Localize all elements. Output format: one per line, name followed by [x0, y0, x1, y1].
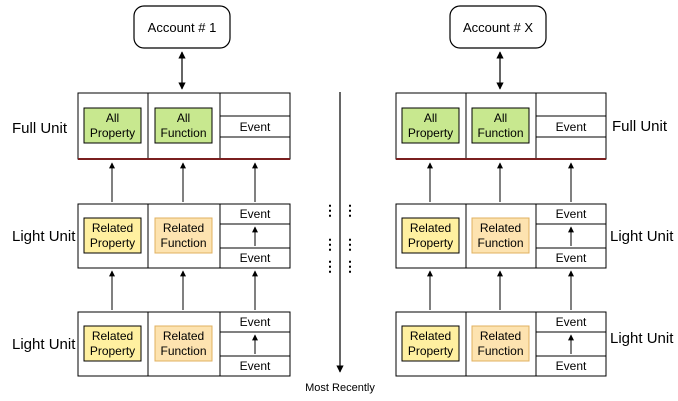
- left-related-property-box-1: [83, 217, 142, 254]
- ellipsis-left-3: ⋮: [323, 258, 337, 274]
- right-light-unit-1: Related Property Related Function Event …: [395, 203, 607, 269]
- right-full-unit: All Property All Function Event: [395, 92, 607, 160]
- right-light1-event-bottom-label: Event: [556, 251, 587, 265]
- left-related-function-1-line1: Related: [163, 221, 204, 235]
- left-related-function-box-1: [154, 217, 213, 254]
- left-related-function-box-2: [154, 325, 213, 362]
- left-related-property-box-2: [83, 325, 142, 362]
- left-full-event-label: Event: [240, 120, 271, 134]
- left-related-function-2-line2: Function: [160, 344, 206, 358]
- right-related-function-2-line2: Function: [477, 344, 523, 358]
- ellipsis-left-2: ⋮: [323, 236, 337, 252]
- left-related-function-1-line2: Function: [160, 236, 206, 250]
- left-light2-event-bottom-label: Event: [240, 359, 271, 373]
- right-full-unit-label: Full Unit: [612, 118, 668, 135]
- left-related-function-2-line1: Related: [163, 329, 204, 343]
- right-light2-event-bottom-label: Event: [556, 359, 587, 373]
- right-light2-event-top-label: Event: [556, 315, 587, 329]
- left-all-function-line2: Function: [160, 126, 206, 140]
- right-related-property-box-2: [401, 325, 460, 362]
- right-related-function-box-1: [471, 217, 530, 254]
- right-light-unit-1-label: Light Unit: [610, 228, 674, 245]
- right-related-function-1-line1: Related: [480, 221, 521, 235]
- ellipsis-right-1: ⋮: [343, 202, 357, 218]
- left-all-property-line1: All: [106, 111, 119, 125]
- right-related-property-box-1: [401, 217, 460, 254]
- right-light1-event-top-label: Event: [556, 207, 587, 221]
- left-light-unit-2-label: Light Unit: [12, 336, 76, 353]
- ellipsis-right-3: ⋮: [343, 258, 357, 274]
- left-related-property-2-line2: Property: [90, 344, 135, 358]
- right-related-property-1-line2: Property: [408, 236, 453, 250]
- right-light1-event-bottom: [535, 247, 607, 269]
- left-full-unit-label: Full Unit: [12, 120, 68, 137]
- left-light1-event-bottom-label: Event: [240, 251, 271, 265]
- left-light1-event-top: [219, 203, 291, 225]
- right-related-function-2-line1: Related: [480, 329, 521, 343]
- right-light2-event-bottom: [535, 355, 607, 377]
- ellipsis-right-2: ⋮: [343, 236, 357, 252]
- account-right-label: Account # X: [463, 20, 533, 35]
- right-all-property-box: [401, 107, 460, 144]
- right-all-function-line2: Function: [477, 126, 523, 140]
- right-light-unit-2: Related Property Related Function Event …: [395, 311, 607, 377]
- right-all-property-line1: All: [424, 111, 437, 125]
- left-light1-event-top-label: Event: [240, 207, 271, 221]
- right-related-function-1-line2: Function: [477, 236, 523, 250]
- left-related-property-1-line1: Related: [92, 221, 133, 235]
- left-full-unit: All Property All Function Event: [77, 92, 291, 160]
- right-full-event-label: Event: [556, 120, 587, 134]
- left-light2-event-bottom: [219, 355, 291, 377]
- left-all-function-line1: All: [177, 111, 190, 125]
- left-light-unit-1-label: Light Unit: [12, 228, 76, 245]
- right-related-property-2-line1: Related: [410, 329, 451, 343]
- left-all-function-box: [154, 107, 213, 144]
- left-related-property-1-line2: Property: [90, 236, 135, 250]
- right-related-function-box-2: [471, 325, 530, 362]
- left-full-event-box: [219, 115, 291, 138]
- account-left-box: [133, 5, 231, 49]
- right-all-property-line2: Property: [408, 126, 453, 140]
- left-all-property-box: [83, 107, 142, 144]
- ellipsis-left-1: ⋮: [323, 202, 337, 218]
- right-related-property-1-line1: Related: [410, 221, 451, 235]
- right-all-function-line1: All: [494, 111, 507, 125]
- right-related-property-2-line2: Property: [408, 344, 453, 358]
- timeline-label: Most Recently: [305, 382, 375, 394]
- account-left-label: Account # 1: [148, 20, 217, 35]
- account-right-box: [449, 5, 547, 49]
- right-full-event-box: [535, 115, 607, 138]
- left-related-property-2-line1: Related: [92, 329, 133, 343]
- right-light1-event-top: [535, 203, 607, 225]
- left-light1-event-bottom: [219, 247, 291, 269]
- right-all-function-box: [471, 107, 530, 144]
- right-light2-event-top: [535, 311, 607, 333]
- right-light-unit-2-label: Light Unit: [610, 330, 674, 347]
- left-light-unit-1: Related Property Related Function Event …: [77, 203, 291, 269]
- left-light-unit-2: Related Property Related Function Event …: [77, 311, 291, 377]
- left-all-property-line2: Property: [90, 126, 135, 140]
- left-light2-event-top-label: Event: [240, 315, 271, 329]
- left-light2-event-top: [219, 311, 291, 333]
